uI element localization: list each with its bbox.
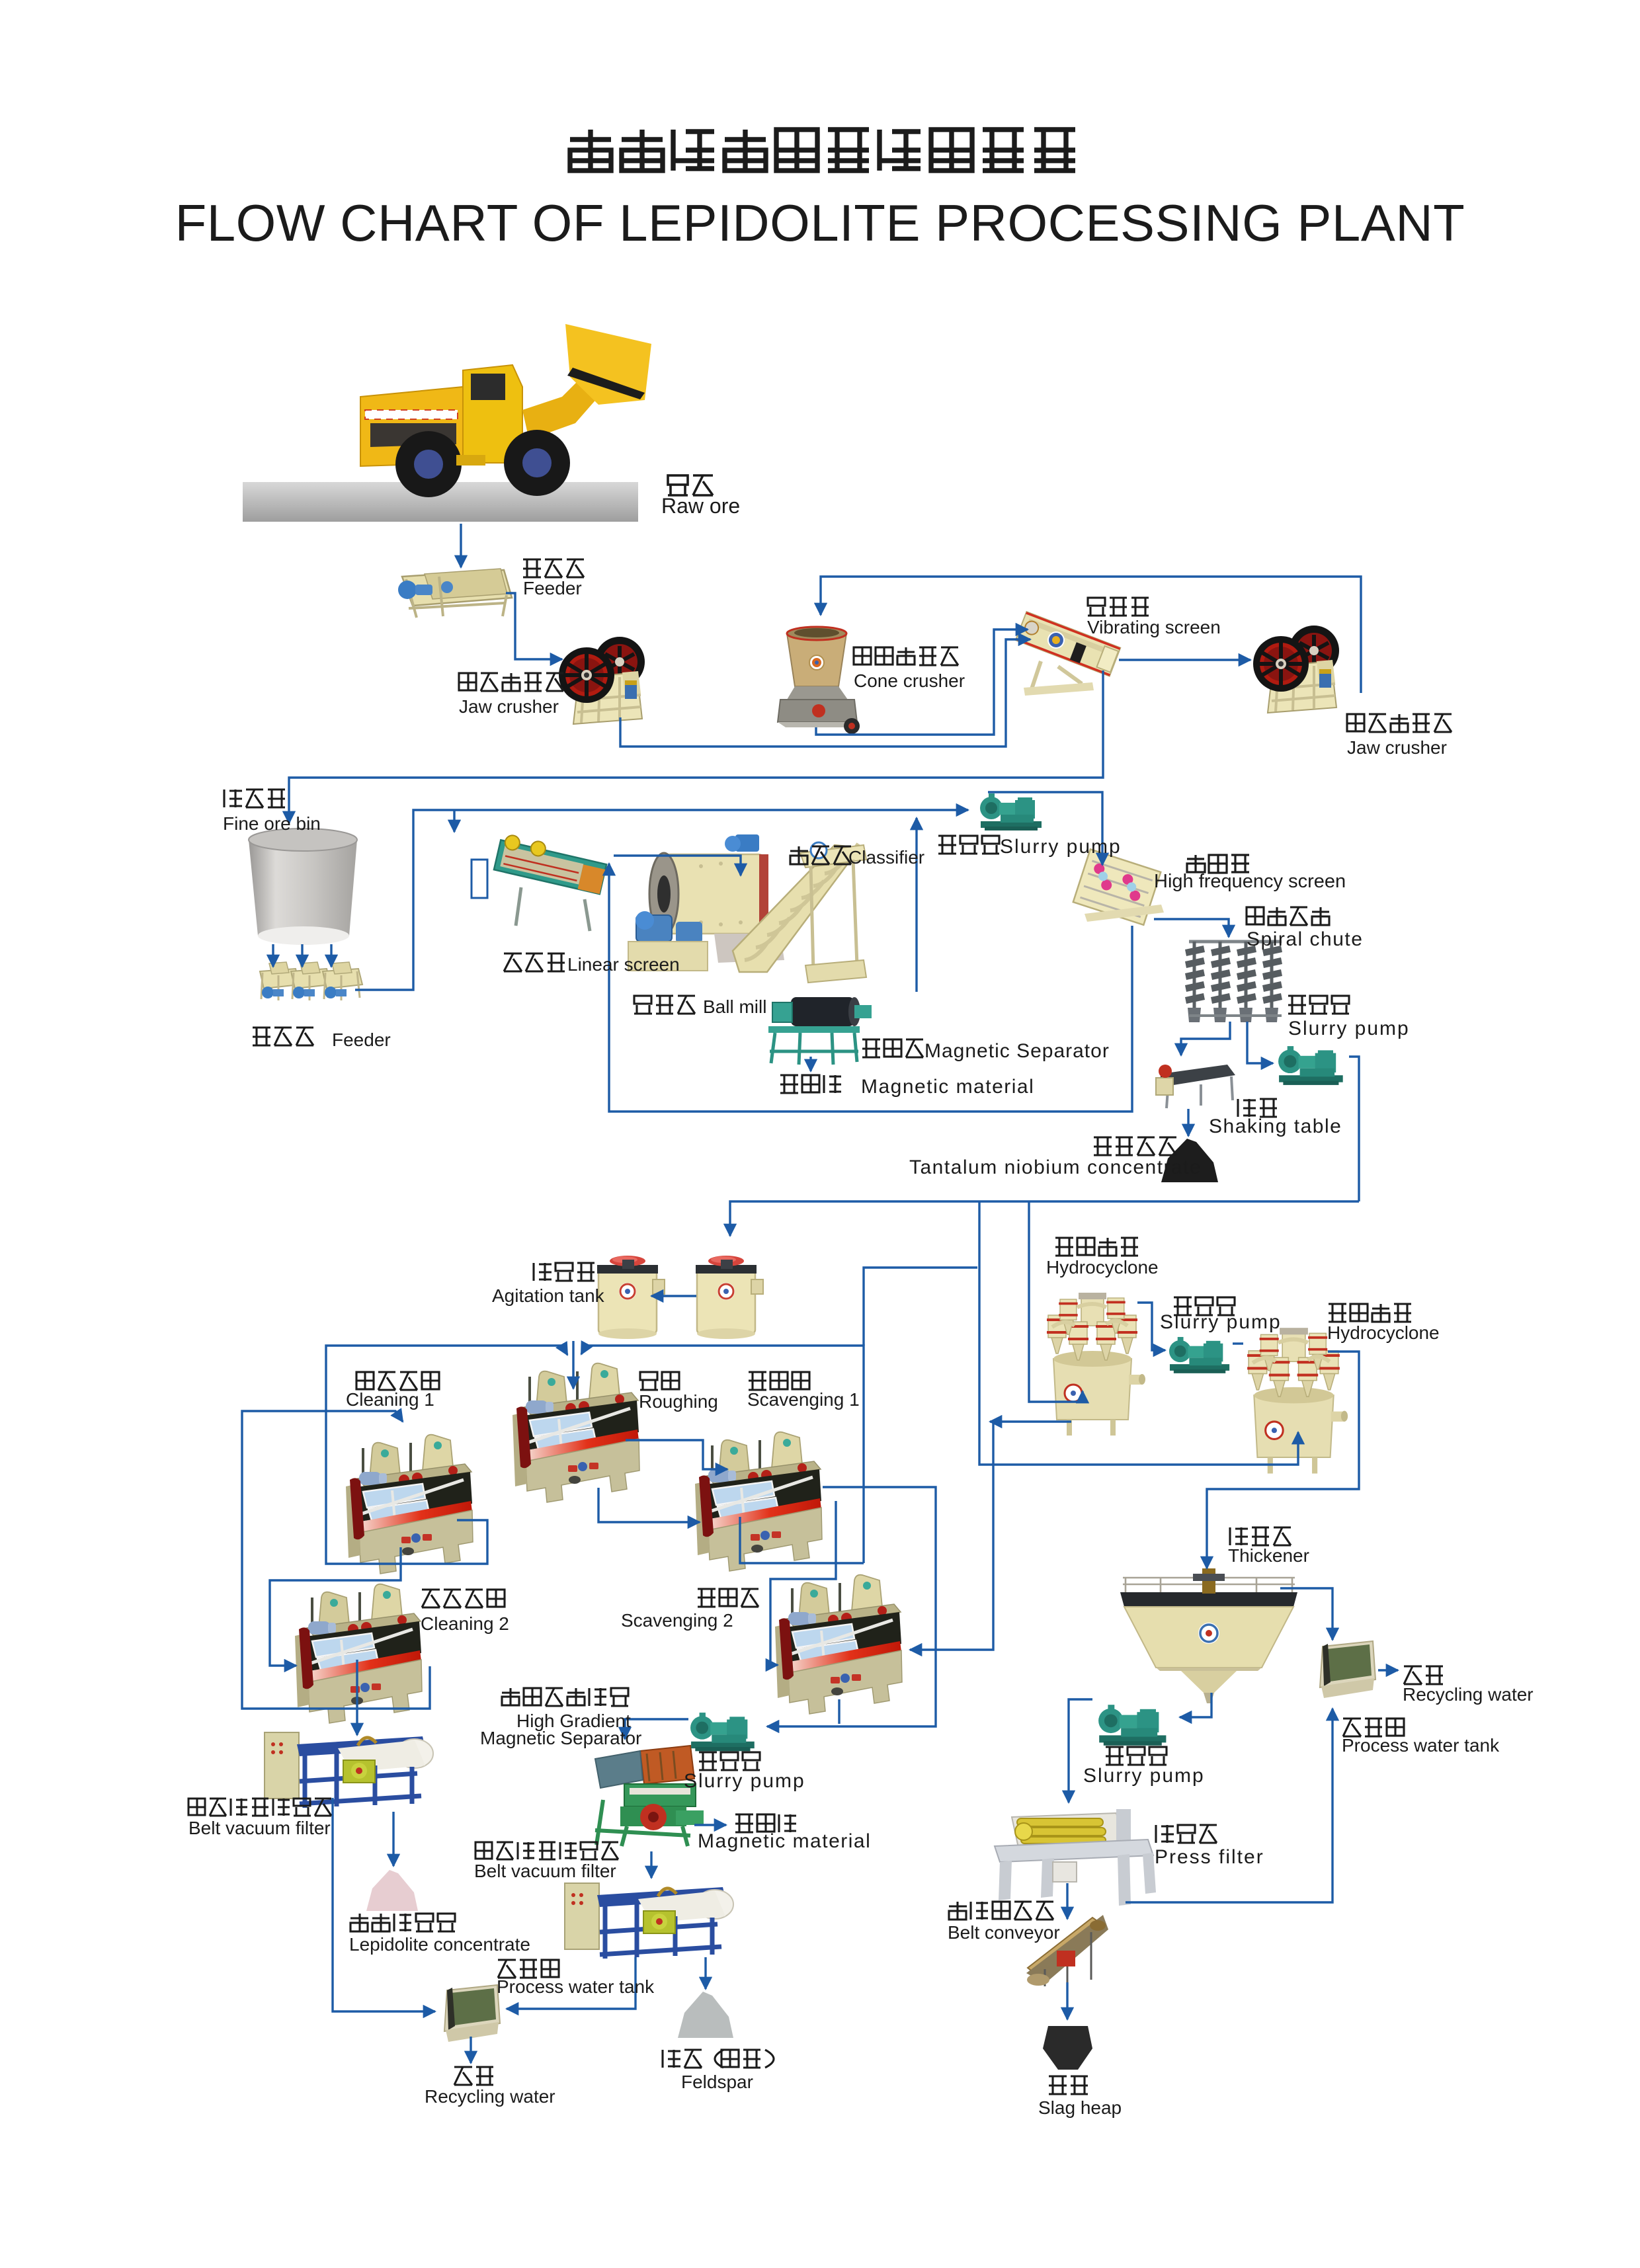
svg-text:High Gradient: High Gradient	[516, 1711, 631, 1731]
svg-text:Spiral chute: Spiral chute	[1247, 928, 1363, 950]
svg-text:Scavenging 2: Scavenging 2	[621, 1610, 733, 1631]
svg-text:Cleaning 2: Cleaning 2	[421, 1613, 509, 1634]
svg-text:Jaw crusher: Jaw crusher	[459, 696, 559, 717]
svg-text:Slag heap: Slag heap	[1038, 2097, 1122, 2118]
svg-text:Press filter: Press filter	[1155, 1846, 1264, 1868]
svg-text:Hydrocyclone: Hydrocyclone	[1046, 1257, 1159, 1277]
svg-text:High frequency screen: High frequency screen	[1154, 871, 1346, 892]
svg-text:Recycling water: Recycling water	[425, 2086, 555, 2107]
svg-text:Hydrocyclone: Hydrocyclone	[1327, 1322, 1440, 1343]
svg-text:Shaking table: Shaking table	[1209, 1115, 1342, 1137]
svg-text:Magnetic material: Magnetic material	[698, 1830, 871, 1852]
svg-text:Cone crusher: Cone crusher	[854, 670, 965, 691]
svg-text:Agitation tank: Agitation tank	[492, 1285, 605, 1306]
svg-text:Scavenging 1: Scavenging 1	[747, 1389, 860, 1410]
svg-text:Fine ore bin: Fine ore bin	[223, 813, 321, 834]
svg-text:Process water tank: Process water tank	[1342, 1735, 1500, 1756]
svg-text:Belt vacuum filter: Belt vacuum filter	[188, 1818, 331, 1838]
svg-text:Slurry pump: Slurry pump	[684, 1770, 805, 1792]
svg-text:Feldspar: Feldspar	[681, 2072, 753, 2092]
svg-text:Recycling water: Recycling water	[1403, 1684, 1534, 1705]
svg-text:Process water tank: Process water tank	[497, 1976, 655, 1997]
svg-text:Jaw crusher: Jaw crusher	[1347, 737, 1447, 758]
svg-text:Magnetic material: Magnetic material	[861, 1076, 1034, 1098]
svg-text:Magnetic Separator: Magnetic Separator	[480, 1728, 641, 1748]
svg-text:Magnetic Separator: Magnetic Separator	[924, 1040, 1110, 1062]
svg-text:Linear screen: Linear screen	[567, 954, 680, 975]
svg-text:Slurry pump: Slurry pump	[1000, 836, 1122, 858]
svg-text:Cleaning 1: Cleaning 1	[346, 1389, 434, 1410]
svg-text:Belt conveyor: Belt conveyor	[948, 1922, 1060, 1943]
svg-text:Feeder: Feeder	[523, 578, 582, 598]
svg-text:Tantalum niobium concentrate: Tantalum niobium concentrate	[909, 1156, 1202, 1178]
svg-text:FLOW CHART OF LEPIDOLITE PROCE: FLOW CHART OF LEPIDOLITE PROCESSING PLAN…	[175, 194, 1465, 252]
svg-text:Thickener: Thickener	[1228, 1545, 1309, 1566]
svg-text:Vibrating screen: Vibrating screen	[1087, 617, 1221, 637]
svg-text:Feeder: Feeder	[332, 1030, 391, 1050]
svg-text:Lepidolite concentrate: Lepidolite concentrate	[349, 1934, 530, 1955]
svg-text:Raw ore: Raw ore	[661, 494, 740, 518]
svg-text:Classifier: Classifier	[848, 847, 924, 868]
svg-text:Slurry pump: Slurry pump	[1288, 1018, 1410, 1039]
svg-text:Slurry pump: Slurry pump	[1083, 1765, 1205, 1787]
svg-text:Slurry pump: Slurry pump	[1160, 1311, 1282, 1333]
svg-text:Belt vacuum filter: Belt vacuum filter	[474, 1861, 616, 1881]
svg-text:Ball mill: Ball mill	[703, 996, 766, 1017]
svg-text:Roughing: Roughing	[639, 1391, 718, 1412]
